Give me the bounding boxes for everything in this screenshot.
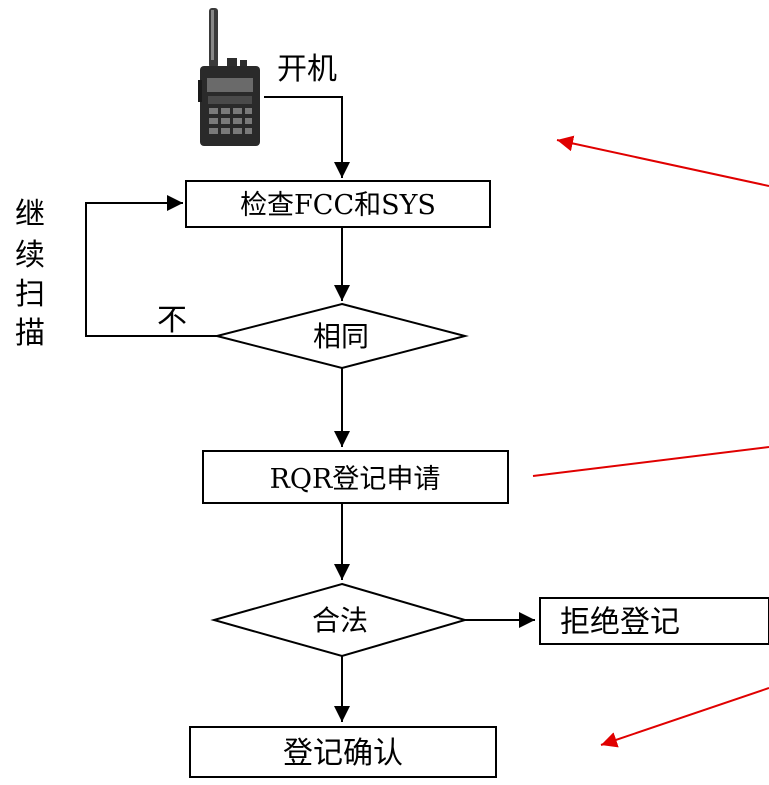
not-same-label: 不: [157, 303, 187, 338]
annotation-arrow-rqr: [533, 447, 769, 476]
continue-scan-char: 扫: [15, 277, 45, 312]
walkie-talkie-icon: [198, 8, 260, 146]
check-label: 检查FCC和SYS: [240, 190, 436, 221]
power-on-label: 开机: [277, 52, 337, 87]
reject-label: 拒绝登记: [560, 605, 680, 640]
rqr-label: RQR登记申请: [270, 464, 441, 495]
legal-label: 合法: [312, 604, 368, 637]
connector-power-to-check: [264, 97, 342, 178]
confirm-label: 登记确认: [283, 736, 403, 771]
continue-scan-char: 继: [15, 197, 45, 232]
annotation-arrow-power: [557, 140, 769, 186]
continue-scan-char: 描: [15, 316, 45, 351]
annotation-arrow-confirm: [601, 688, 769, 745]
continue-scan-char: 续: [15, 238, 45, 273]
continue-scan-label: 继 续 扫 描: [15, 197, 45, 351]
same-label: 相同: [313, 320, 369, 353]
